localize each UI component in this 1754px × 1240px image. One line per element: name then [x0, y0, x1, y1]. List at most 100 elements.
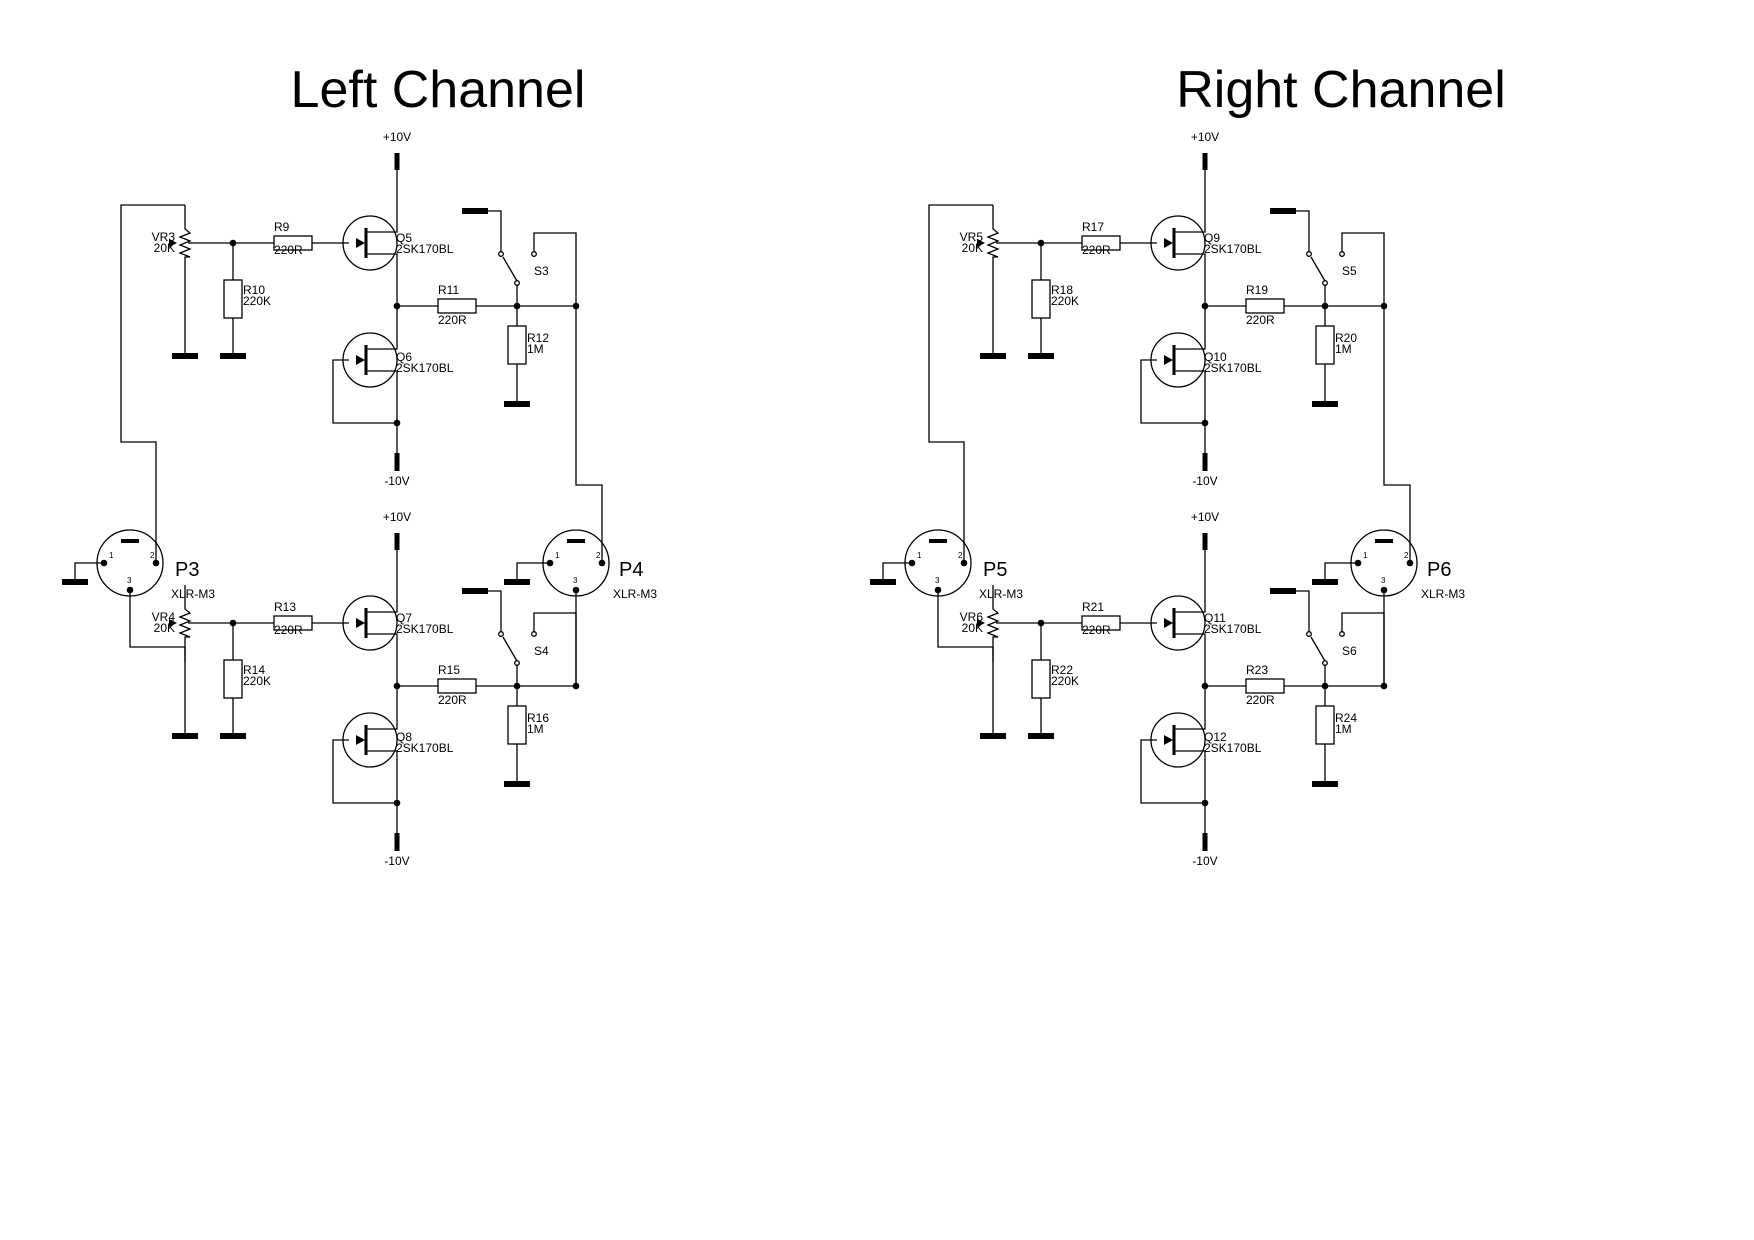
switch-symbol — [462, 208, 577, 306]
wire — [533, 232, 577, 306]
positive-supply-label: +10V — [1191, 130, 1219, 144]
pin-3-label: 3 — [127, 576, 132, 585]
resistor-label: R12 — [527, 331, 549, 345]
wire — [332, 359, 397, 424]
output-xlr-connector: 1 2 3 — [1350, 529, 1418, 597]
resistor-value: 220K — [243, 674, 271, 688]
resistor-label: R21 — [1082, 600, 1104, 614]
wire — [1324, 562, 1358, 582]
resistor-label: R23 — [1246, 663, 1268, 677]
right-channel-circuit: +10VQ92SK170BLR17220RR18220KVR520KR19220… — [870, 130, 1465, 868]
connector-label: P3 — [175, 559, 199, 581]
pulldown-resistor — [223, 279, 243, 319]
wire — [882, 562, 912, 582]
resistor-label: R20 — [1335, 331, 1357, 345]
input-xlr-connector: 1 2 3 — [904, 529, 972, 597]
transistor-type-label: 2SK170BL — [1204, 622, 1262, 636]
amplifier-stage: +10VQ112SK170BLR21220RR22220KVR620KR2322… — [960, 510, 1388, 868]
jfet-symbol — [342, 215, 398, 271]
resistor-label: R13 — [274, 600, 296, 614]
potentiometer-label: VR4 — [152, 610, 176, 624]
resistor-value: 1M — [1335, 722, 1352, 736]
jfet-symbol — [1150, 215, 1206, 271]
switch-label: S6 — [1342, 644, 1357, 658]
transistor-label: Q6 — [396, 350, 412, 364]
transistor-type-label: 2SK170BL — [396, 741, 454, 755]
jfet-symbol — [1150, 712, 1206, 768]
pin-1-label: 1 — [555, 551, 560, 560]
negative-supply-label: -10V — [1192, 854, 1217, 868]
jfet-symbol — [1150, 332, 1206, 388]
transistor-type-label: 2SK170BL — [1204, 741, 1262, 755]
left-channel-circuit: +10VQ52SK170BLR9220RR10220KVR320KR11220R… — [62, 130, 657, 868]
pin-1-label: 1 — [109, 551, 114, 560]
transistor-label: Q8 — [396, 730, 412, 744]
potentiometer-value: 20K — [962, 621, 983, 635]
jfet-symbol — [342, 595, 398, 651]
jfet-symbol — [342, 712, 398, 768]
switch-label: S3 — [534, 264, 549, 278]
wire — [575, 306, 603, 563]
transistor-type-label: 2SK170BL — [396, 242, 454, 256]
connector-type-label: XLR-M3 — [171, 587, 215, 601]
pin-2-label: 2 — [150, 551, 155, 560]
output-resistor — [1245, 678, 1285, 694]
resistor-label: R11 — [438, 283, 459, 297]
resistor-value: 220K — [1051, 674, 1079, 688]
negative-supply-label: -10V — [1192, 474, 1217, 488]
left-channel-title: Left Channel — [291, 61, 586, 119]
pin-1-label: 1 — [1363, 551, 1368, 560]
potentiometer-label: VR5 — [960, 230, 984, 244]
wire — [1383, 306, 1411, 563]
potentiometer-value: 20K — [962, 241, 983, 255]
transistor-type-label: 2SK170BL — [396, 622, 454, 636]
wire — [475, 590, 502, 632]
resistor-value: 220R — [1246, 313, 1275, 327]
transistor-label: Q7 — [396, 611, 412, 625]
negative-supply-label: -10V — [384, 474, 409, 488]
transistor-label: Q9 — [1204, 231, 1220, 245]
pin-2-label: 2 — [1404, 551, 1409, 560]
resistor-value: 1M — [1335, 342, 1352, 356]
resistor-value: 220R — [1082, 623, 1111, 637]
pin-3-label: 3 — [1381, 576, 1386, 585]
junction-dot — [393, 799, 401, 807]
resistor-value: 220R — [1082, 243, 1111, 257]
wire — [516, 562, 550, 582]
connector-label: P4 — [619, 559, 643, 581]
pin-2-label: 2 — [958, 551, 963, 560]
transistor-label: Q5 — [396, 231, 412, 245]
resistor-value: 220K — [1051, 294, 1079, 308]
connector-type-label: XLR-M3 — [1421, 587, 1465, 601]
resistor-value: 1M — [527, 342, 544, 356]
resistor-label: R14 — [243, 663, 265, 677]
transistor-type-label: 2SK170BL — [1204, 361, 1262, 375]
potentiometer-value: 20K — [154, 621, 175, 635]
wire — [1140, 739, 1205, 804]
connector-type-label: XLR-M3 — [613, 587, 657, 601]
resistor-value: 220R — [274, 243, 303, 257]
junction-dot — [1201, 419, 1209, 427]
pin-1-label: 1 — [917, 551, 922, 560]
resistor-label: R10 — [243, 283, 265, 297]
potentiometer-symbol — [977, 585, 1000, 736]
resistor-value: 220R — [274, 623, 303, 637]
output-resistor — [437, 678, 477, 694]
wire — [332, 739, 397, 804]
wire — [120, 204, 185, 563]
load-resistor — [507, 325, 527, 365]
positive-supply-label: +10V — [383, 510, 411, 524]
switch-lever — [1310, 636, 1326, 662]
pulldown-resistor — [1031, 279, 1051, 319]
pulldown-resistor — [223, 659, 243, 699]
resistor-value: 220R — [1246, 693, 1275, 707]
junction-dot — [1201, 799, 1209, 807]
switch-symbol — [1270, 588, 1385, 686]
resistor-label: R19 — [1246, 283, 1268, 297]
potentiometer-label: VR3 — [152, 230, 176, 244]
pulldown-resistor — [1031, 659, 1051, 699]
resistor-label: R16 — [527, 711, 549, 725]
pin-3-label: 3 — [935, 576, 940, 585]
switch-label: S4 — [534, 644, 549, 658]
